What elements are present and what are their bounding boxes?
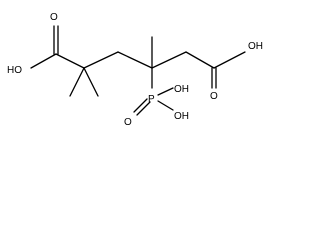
label-hydroxyl-p-lower: OH xyxy=(174,111,189,122)
bond-c6-oh xyxy=(213,51,246,69)
bond-c2-c3 xyxy=(83,51,119,69)
structure-diagram: HO O OH O P O OH OH xyxy=(7,12,263,128)
bond-c1-o1h xyxy=(30,53,57,69)
label-oxo-left: O xyxy=(50,12,58,23)
label-hydroxyl-left: HO xyxy=(7,65,22,76)
bond-p-oh-upper xyxy=(157,87,174,96)
bond-p-oh-lower xyxy=(157,100,174,111)
bond-p-o-double-b xyxy=(136,101,151,116)
label-hydroxyl-right: OH xyxy=(248,41,263,52)
bond-c4-c5 xyxy=(151,51,187,69)
label-phosphorus: P xyxy=(148,94,155,105)
label-oxo-right: O xyxy=(210,91,218,102)
bond-c5-c6 xyxy=(185,51,215,69)
label-hydroxyl-p-upper: OH xyxy=(174,84,189,95)
bond-c2-methyl-b xyxy=(83,67,99,97)
label-oxo-phosphorus: O xyxy=(124,117,132,128)
molecule-svg: HO O OH O P O OH OH xyxy=(7,12,263,128)
bond-c1-c2 xyxy=(55,53,85,69)
bond-p-o-double-a xyxy=(133,98,148,113)
bond-c3-c4 xyxy=(117,51,153,69)
bond-c2-methyl-a xyxy=(69,67,85,97)
